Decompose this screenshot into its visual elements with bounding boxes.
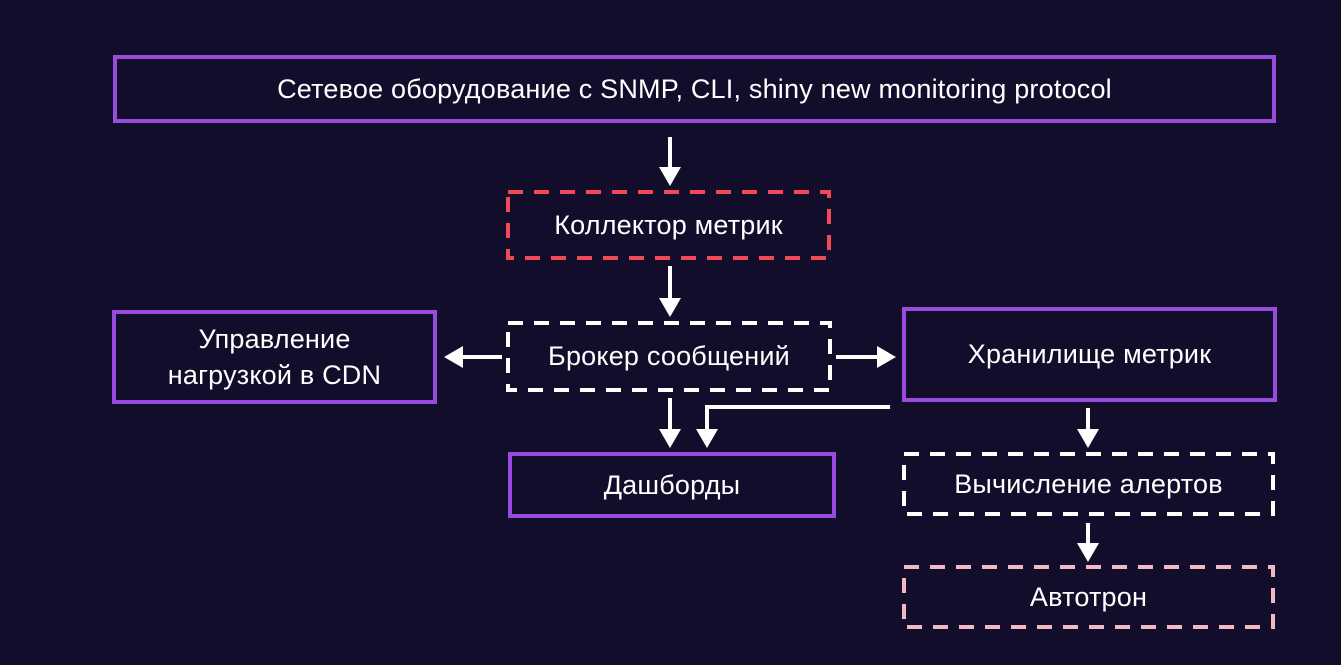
edge-equipment-to-collector-arrow (659, 137, 681, 186)
node-network-equipment: Сетевое оборудование с SNMP, CLI, shiny … (113, 55, 1276, 123)
node-autotron-label: Автотрон (1029, 581, 1148, 612)
node-metrics-storage-label: Хранилище метрик (967, 339, 1212, 370)
node-message-broker: Брокер сообщений (506, 321, 832, 392)
node-metrics-collector: Коллектор метрик (506, 190, 831, 260)
edge-storage-to-dashboards-arrow (696, 405, 890, 448)
edge-broker-to-dashboards-arrow (659, 398, 681, 448)
node-network-equipment-label: Сетевое оборудование с SNMP, CLI, shiny … (277, 73, 1112, 104)
node-message-broker-label: Брокер сообщений (548, 341, 790, 372)
node-message-broker-border (506, 321, 832, 392)
node-cdn-load-management-label: Управление нагрузкой в CDN (167, 323, 382, 390)
node-metrics-storage: Хранилище метрик (902, 307, 1277, 402)
edge-collector-to-broker-arrow (659, 266, 681, 317)
node-cdn-load-management: Управление нагрузкой в CDN (112, 310, 437, 404)
node-dashboards: Дашборды (508, 452, 836, 518)
edge-broker-to-cdn-arrow (444, 346, 502, 368)
node-metrics-collector-border (506, 190, 831, 260)
node-alert-computation: Вычисление алертов (902, 452, 1275, 516)
edge-broker-to-storage-arrow (836, 346, 896, 368)
node-network-equipment-border (113, 55, 1276, 123)
node-dashboards-border (508, 452, 836, 518)
edge-storage-to-alerts-arrow (1077, 408, 1099, 448)
node-autotron: Автотрон (902, 565, 1275, 629)
node-metrics-collector-label: Коллектор метрик (554, 209, 783, 240)
node-dashboards-label: Дашборды (603, 469, 741, 500)
node-alert-computation-label: Вычисление алертов (954, 468, 1223, 499)
node-cdn-load-management-border (112, 310, 437, 404)
node-alert-computation-border (902, 452, 1275, 516)
node-metrics-storage-border (902, 307, 1277, 402)
node-autotron-border (902, 565, 1275, 629)
edge-alerts-to-autotron-arrow (1077, 523, 1099, 562)
